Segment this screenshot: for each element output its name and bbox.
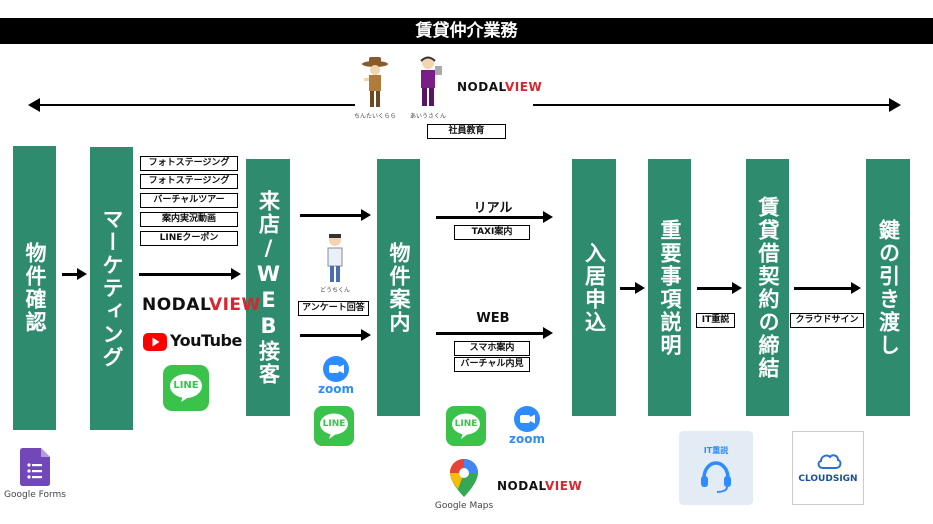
line-logo-visit: LINE xyxy=(314,406,354,446)
zoom-logo-tour: zoom xyxy=(505,406,549,448)
youtube-logo: YouTube xyxy=(143,330,242,354)
it-explanation-label: IT重説 xyxy=(696,313,735,328)
headset-icon xyxy=(701,461,731,493)
cloud-sign-label: クラウドサイン xyxy=(790,313,864,328)
marketing-item-4: 案内実況動画 xyxy=(140,212,238,227)
web-path-label: WEB xyxy=(476,311,510,326)
youtube-wordmark: YouTube xyxy=(170,331,242,350)
arrow-application-to-matters xyxy=(620,282,645,294)
marketing-item-1: フォトステージング xyxy=(140,156,238,171)
nodalview-logo-tour: NODALVIEW xyxy=(497,479,583,493)
google-maps-logo: Google Maps xyxy=(432,459,496,515)
google-forms-logo: Google Forms xyxy=(3,448,67,504)
employee-training-label: 社員教育 xyxy=(427,124,506,139)
smartphone-tour-label: スマホ案内 xyxy=(454,341,530,356)
arrow-visit-to-tour-bottom xyxy=(300,329,371,341)
page-title: 賃貸仲介業務 xyxy=(0,18,933,44)
mascot-right-caption: あいうさくん xyxy=(409,113,446,120)
stage-marketing[interactable]: マーケティング xyxy=(90,147,133,430)
stage-lease-contract[interactable]: 賃貸借契約の締結 xyxy=(746,159,789,416)
training-span-arrow-right xyxy=(533,98,901,112)
it-explanation-badge: IT重説 xyxy=(679,431,753,505)
marketing-item-3: バーチャルツアー xyxy=(140,193,238,208)
survey-label: アンケート回答 xyxy=(298,301,369,316)
arrow-contract-to-handover xyxy=(794,282,861,294)
zoom-logo-visit: zoom xyxy=(314,356,358,398)
arrow-marketing-to-visit xyxy=(139,268,241,280)
mascot-survey-caption: どうちくん xyxy=(319,287,350,294)
arrow-visit-to-tour-top xyxy=(300,209,371,221)
real-path-label: リアル xyxy=(473,201,513,216)
stage-property-tour[interactable]: 物件案内 xyxy=(377,159,420,416)
training-span-arrow-left xyxy=(28,98,355,112)
virtual-preview-label: バーチャル内見 xyxy=(454,357,530,372)
arrow-tour-to-application-web xyxy=(436,327,553,339)
stage-application[interactable]: 入居申込 xyxy=(572,159,616,416)
arrow-check-to-marketing xyxy=(62,268,87,280)
mascot-cowboy-icon xyxy=(362,57,388,107)
arrow-tour-to-application-real xyxy=(436,211,553,223)
zoom-icon xyxy=(514,406,540,432)
line-logo-tour: LINE xyxy=(446,406,486,446)
stage-key-handover[interactable]: 鍵の引き渡し xyxy=(866,159,910,416)
taxi-label: TAXI案内 xyxy=(454,225,530,240)
arrow-matters-to-contract xyxy=(697,282,742,294)
stage-visit-web[interactable]: 来店/WEB接客 xyxy=(246,159,290,416)
line-icon xyxy=(452,413,480,439)
stage-important-matters[interactable]: 重要事項説明 xyxy=(648,159,691,416)
marketing-item-5: LINEクーポン xyxy=(140,231,238,246)
nodalview-logo-top: NODALVIEW xyxy=(457,80,543,94)
line-logo-marketing: LINE xyxy=(163,365,209,411)
mascot-left-caption: ちんたいくらら xyxy=(354,113,397,120)
youtube-icon xyxy=(143,333,167,351)
line-icon xyxy=(170,374,202,402)
map-pin-icon xyxy=(450,459,478,497)
stage-property-check[interactable]: 物件確認 xyxy=(13,146,56,430)
mascot-survey-icon xyxy=(327,234,343,282)
mascot-presenter-icon xyxy=(420,56,442,106)
google-forms-icon xyxy=(20,448,50,486)
line-icon xyxy=(320,413,348,439)
nodalview-logo-marketing: NODALVIEW xyxy=(142,295,261,315)
cloudsign-logo: CLOUDSIGN xyxy=(792,431,864,505)
zoom-icon xyxy=(323,356,349,382)
it-badge-text: IT重説 xyxy=(703,446,729,455)
marketing-item-2: フォトステージング xyxy=(140,174,238,189)
cloud-icon xyxy=(817,454,842,469)
